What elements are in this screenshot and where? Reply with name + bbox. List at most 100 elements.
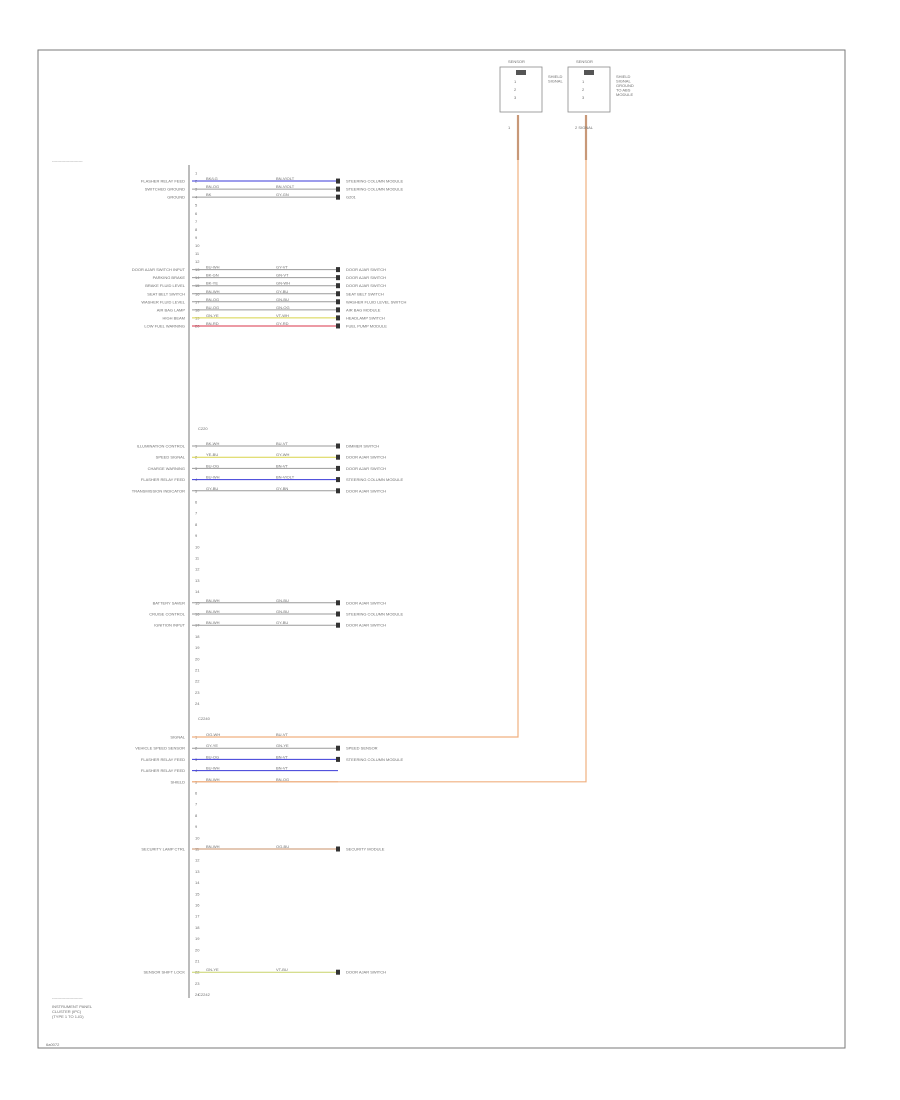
- pin-number: 10: [195, 544, 200, 549]
- pin-number: 21: [195, 959, 200, 964]
- sensor-note: MODULE: [616, 92, 633, 97]
- wire-destination: DOOR AJAR SWITCH: [346, 600, 386, 605]
- sensor-note: SHIELD: [616, 74, 631, 79]
- pin-function-label: SECURITY LAMP CTRL: [141, 847, 185, 852]
- wire-color-code: BN-OG: [206, 184, 219, 189]
- wire-color-code: BN-WH: [206, 598, 220, 603]
- wire-destination: AIR BAG MODULE: [346, 307, 381, 312]
- pin-number: 5: [195, 203, 198, 208]
- sensor-pin-label: 1: [508, 125, 511, 130]
- pin-function-label: FLASHER RELAY FEED: [141, 477, 185, 482]
- pin-function-label: TRANSMISSION INDICATOR: [132, 488, 185, 493]
- pin-function-label: FLASHER RELAY FEED: [141, 757, 185, 762]
- pin-number: 22: [195, 679, 200, 684]
- wire-destination: DOOR AJAR SWITCH: [346, 455, 386, 460]
- pin-number: 7: [195, 802, 198, 807]
- connector-terminal: [336, 186, 340, 192]
- pin-number: 8: [195, 227, 198, 232]
- connector-terminal: [336, 745, 340, 751]
- wire-destination: DOOR AJAR SWITCH: [346, 283, 386, 288]
- sensor-note: SHIELD: [548, 74, 563, 79]
- wire-destination: DOOR AJAR SWITCH: [346, 267, 386, 272]
- circuit-code: VT-BU: [276, 967, 288, 972]
- pin-number: 8: [195, 813, 198, 818]
- sensor-connector: [584, 70, 594, 75]
- wire-color-code: BN-OG: [206, 297, 219, 302]
- harness-signal: [192, 160, 519, 738]
- circuit-code: GN-YE: [276, 743, 289, 748]
- wire-destination: STEERING COLUMN MODULE: [346, 757, 403, 762]
- sensor-pin-number: 3: [582, 95, 585, 100]
- pin-function-label: SIGNAL: [170, 735, 185, 740]
- circuit-code: GN-BU: [276, 609, 289, 614]
- sensor-pin-number: 2: [582, 87, 585, 92]
- pin-function-label: HIGH BEAM: [163, 315, 185, 320]
- sensor-box: [499, 66, 543, 113]
- circuit-code: GN-BU: [276, 598, 289, 603]
- pin-number: 7: [195, 219, 198, 224]
- sensor-label: SENSOR: [576, 59, 593, 64]
- sensor-group: SENSOR123SHIELDSIGNALSENSOR123SHIELDSIGN…: [499, 59, 634, 160]
- pin-function-label: GROUND: [167, 195, 185, 200]
- circuit-code: GY-BN: [276, 486, 288, 491]
- circuit-code: GY-BU: [276, 620, 288, 625]
- pin-number: 19: [195, 645, 200, 650]
- pin-number: 11: [195, 251, 200, 256]
- pin-number: 12: [195, 858, 200, 863]
- connector-terminal: [336, 600, 340, 606]
- pin-function-label: VEHICLE SPEED SENSOR: [135, 746, 185, 751]
- wire-destination: WASHER FLUID LEVEL SWITCH: [346, 299, 406, 304]
- pin-number: 9: [195, 824, 198, 829]
- wire-color-code: GY-BU: [206, 486, 218, 491]
- wire-color-code: BK/LG: [206, 176, 218, 181]
- pin-number: 21: [195, 668, 200, 673]
- circuit-code: GY-WH: [276, 452, 290, 457]
- sensor-pin-label: 2 SIGNAL: [575, 125, 594, 130]
- pin-number: 24: [195, 701, 200, 706]
- circuit-code: GY-BU: [276, 289, 288, 294]
- pin-number: 14: [195, 880, 200, 885]
- wire-color-code: BK-YE: [206, 281, 218, 286]
- wire-destination: G201: [346, 195, 357, 200]
- circuit-code: BN-OG: [276, 777, 289, 782]
- circuit-code: GN-OG: [276, 305, 290, 310]
- pin-number: 7: [195, 511, 198, 516]
- circuit-code: GN-VT: [276, 273, 289, 278]
- wire-color-code: BN-RD: [206, 321, 219, 326]
- wire-color-code: BU-WH: [206, 475, 220, 480]
- sensor-box: [567, 66, 611, 113]
- sensor-note: SIGNAL: [616, 79, 631, 84]
- circuit-code: BN-VIOLT: [276, 176, 295, 181]
- circuit-code: BU-VT: [276, 441, 289, 446]
- pin-number: 18: [195, 634, 200, 639]
- pin-function-label: SHIELD: [171, 779, 186, 784]
- connector-terminal: [336, 267, 340, 273]
- connector-id-c2242: C2242: [198, 992, 211, 997]
- pin-number: 10: [195, 835, 200, 840]
- connector-terminal: [336, 315, 340, 321]
- connector-terminal: [336, 443, 340, 449]
- sensor-note: TO ABS: [616, 88, 631, 93]
- pin-function-label: WASHER FLUID LEVEL: [141, 299, 185, 304]
- pin-function-label: CRUISE CONTROL: [149, 612, 186, 617]
- circuit-code: VT-WH: [276, 313, 289, 318]
- sensor-note: GROUND: [616, 83, 634, 88]
- wire-destination: SPEED SENSOR: [346, 746, 378, 751]
- connector-terminal: [336, 291, 340, 297]
- pin-number: 23: [195, 981, 200, 986]
- wire-color-code: BU-OG: [206, 305, 219, 310]
- wire-color-code: BN-WH: [206, 844, 220, 849]
- wire-color-code: BU-OG: [206, 754, 219, 759]
- pin-function-label: PARKING BRAKE: [153, 275, 186, 280]
- wire-destination: FUEL PUMP MODULE: [346, 323, 387, 328]
- connector-terminal: [336, 178, 340, 184]
- circuit-code: BN-VT: [276, 754, 289, 759]
- pin-number: 8: [195, 522, 198, 527]
- sensor-pin-number: 2: [514, 87, 517, 92]
- connector-terminal: [336, 622, 340, 628]
- wire-destination: STEERING COLUMN MODULE: [346, 179, 403, 184]
- connector-terminal: [336, 275, 340, 281]
- pin-number: 17: [195, 914, 200, 919]
